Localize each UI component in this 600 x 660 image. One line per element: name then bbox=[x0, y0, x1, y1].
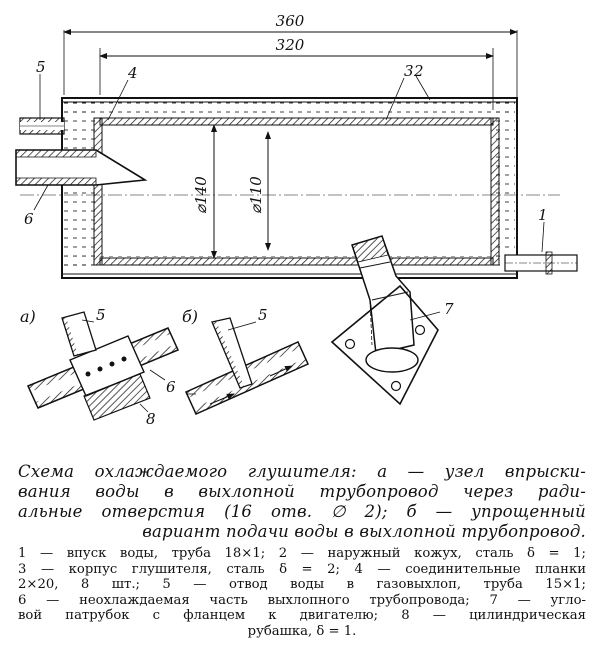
legend-line: 3 — корпус глушителя, сталь δ = 2; 4 — с… bbox=[18, 561, 586, 577]
callout-5-detail-a: 5 bbox=[96, 306, 106, 324]
callout-5: 5 bbox=[36, 58, 46, 76]
dimension-inner-length: 320 bbox=[99, 36, 494, 110]
subfigure-b-label: б) bbox=[182, 307, 198, 326]
caption-title: Схема охлаждаемого глушителя: а — узел в… bbox=[18, 462, 586, 542]
legend-line: 1 — впуск воды, труба 18×1; 2 — наружный… bbox=[18, 546, 586, 561]
callout-7: 7 bbox=[444, 300, 454, 318]
dimension-diameter-110: ⌀110 bbox=[247, 131, 271, 251]
callout-4: 4 bbox=[127, 64, 138, 82]
dim-140-label: ⌀140 bbox=[192, 176, 210, 214]
subfigure-a-label: а) bbox=[20, 307, 36, 326]
dim-110-label: ⌀110 bbox=[247, 176, 265, 214]
figure-caption: Схема охлаждаемого глушителя: а — узел в… bbox=[18, 462, 586, 640]
dimension-diameter-140: ⌀140 bbox=[192, 124, 217, 259]
detail-b-simplified-feed bbox=[185, 317, 309, 415]
dimension-overall-length: 360 bbox=[63, 12, 518, 120]
callout-1: 1 bbox=[538, 206, 548, 224]
legend-line: рубашка, δ = 1. bbox=[247, 623, 357, 639]
caption-title-line: Схема охлаждаемого глушителя: а — узел в… bbox=[18, 462, 586, 481]
muffler-drawing: 360 320 ⌀140 ⌀110 bbox=[15, 12, 578, 428]
callout-2: 2 bbox=[413, 62, 424, 80]
dim-320-label: 320 bbox=[276, 36, 305, 54]
callout-leaders bbox=[33, 74, 545, 413]
callout-6-detail-a: 6 bbox=[166, 378, 176, 396]
legend-line: 2×20, 8 шт.; 5 — отвод воды в газовыхлоп… bbox=[18, 577, 586, 593]
callout-labels: 5 4 3 2 6 1 7 5 6 8 5 а) б) bbox=[20, 58, 548, 428]
callout-3: 3 bbox=[404, 62, 414, 80]
angled-inlet-with-flange bbox=[330, 235, 439, 406]
water-inlet-pipe bbox=[504, 251, 578, 275]
muffler-body bbox=[20, 97, 560, 279]
legend-line: вой патрубок с фланцем к двигателю; 8 — … bbox=[18, 608, 586, 624]
callout-8: 8 bbox=[146, 410, 156, 428]
callout-5-detail-b: 5 bbox=[258, 306, 268, 324]
detail-a-injection-node bbox=[26, 311, 180, 421]
callout-6: 6 bbox=[24, 210, 34, 228]
water-outlet-pipe bbox=[19, 117, 65, 135]
caption-legend: 1 — впуск воды, труба 18×1; 2 — наружный… bbox=[18, 546, 586, 640]
caption-title-line: вариант подачи воды в выхлопной трубопро… bbox=[142, 522, 586, 541]
caption-title-line: вания воды в выхлопной трубопровод через… bbox=[18, 482, 586, 501]
legend-line: 6 — неохлаждаемая часть выхлопного трубо… bbox=[18, 592, 586, 608]
exhaust-pipe bbox=[15, 149, 148, 186]
caption-title-line: альные отверстия (16 отв. ∅ 2); б — упро… bbox=[18, 502, 586, 521]
dim-360-label: 360 bbox=[276, 12, 305, 30]
